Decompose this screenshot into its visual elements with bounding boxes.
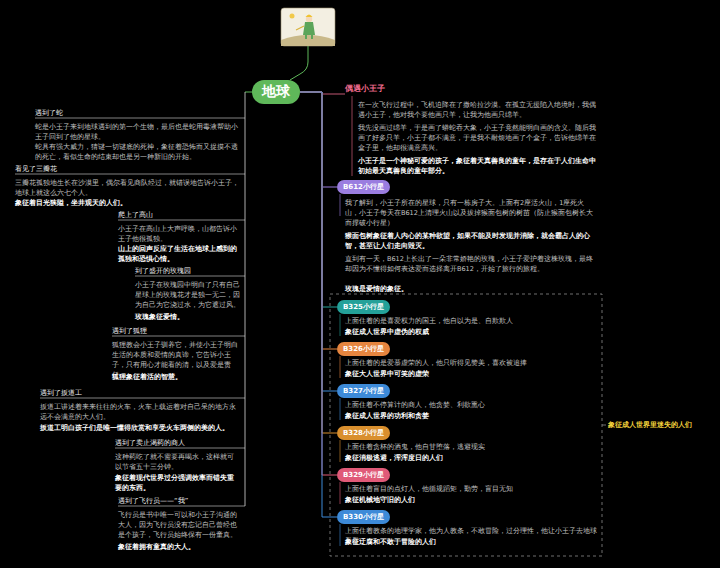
node-text: B327小行星 [343, 386, 384, 396]
branch-line [135, 276, 245, 277]
branch-connector [300, 92, 337, 187]
note-text: 上面住着不停算计的商人，他贪婪、利欲熏心 [345, 400, 595, 410]
note-text: 扳道工讲述着来来往往的火车，火车上载运着对自己呆的地方永远不会满意的大人们。 [40, 402, 240, 422]
symbol-note: 玫瑰象征爱情。 [135, 312, 240, 322]
note-text: 蛇具有强大威力，猜谜一切谜底的死神，象征着恐怖而又捉摸不透的死亡，看似生命的结束… [35, 142, 240, 162]
branch-heading: 偶遇小王子 [345, 84, 385, 94]
symbol-note: 象征消极逃避，浑浑度日的人们 [345, 453, 595, 463]
note-text: 小王子在高山上大声呼唤，山都告诉小王子他很孤独。 [118, 224, 238, 244]
branch-line [15, 174, 245, 175]
note-text: 上面住着盲目的点灯人，他循规蹈矩，勤劳，盲目无知 [345, 484, 595, 494]
branch-heading: 遇到了扳道工 [40, 388, 82, 398]
branch-line [35, 118, 245, 119]
branch-heading: 遇到了蛇 [35, 108, 63, 118]
root-node: 地球 [252, 80, 300, 104]
symbol-note: 象征着目光狭隘，坐井观天的人们。 [15, 198, 240, 208]
planet-pill: B328小行星 [337, 426, 390, 440]
branch-heading: 遇到了狐狸 [112, 326, 147, 336]
note-text: 我先没画过绵羊，于是画了蟒蛇吞大象，小王子竟然能明白画的含义。随后我画了好多只羊… [358, 123, 598, 153]
branch-heading: 看见了三瓣花 [15, 164, 57, 174]
node-text: B329小行星 [343, 470, 384, 480]
branch-line [118, 506, 245, 507]
branch-line [245, 92, 252, 93]
branch-connector [300, 92, 337, 307]
note-text: 蛇是小王子来到地球遇到的第一个生物，最后也是蛇用毒液帮助小王子回到了他的星球。 [35, 122, 240, 142]
planet-pill: B327小行星 [337, 384, 390, 398]
branch-heading: 爬上了高山 [118, 210, 153, 220]
image-link [290, 46, 308, 80]
node-text: B328小行星 [343, 428, 384, 438]
note-text: 三瓣花孤独地生长在沙漠里，偶尔看见商队经过，就错误地告诉小王子，地球上就这么六七… [15, 178, 240, 198]
branch-connector [300, 92, 337, 433]
note-text: 上面住着的是爱慕虚荣的人，他只听得见赞美，喜欢被追捧 [345, 358, 595, 368]
note-text: 小王子在玫瑰园中明白了只有自己星球上的玫瑰花才是独一无二，因为自己为它浇过水，为… [135, 280, 240, 310]
branch-heading: 遇到了飞行员——“我” [118, 496, 188, 506]
branch-heading: 到了盛开的玫瑰园 [135, 266, 191, 276]
branch-line [340, 314, 341, 336]
branch-line [340, 356, 341, 378]
planet-pill: B612小行星 [337, 180, 390, 194]
symbol-note: 猴面包树象征着人内心的某种欲望，如果不能及时发现并消除，就会霸占人的心智，甚至让… [345, 231, 597, 251]
note-text: 直到有一天，B612上长出了一朵非常娇艳的玫瑰，小王子爱护着这株玫瑰，最终却因为… [345, 254, 597, 274]
branch-line [112, 336, 245, 337]
symbol-note: 象征机械地守旧的人们 [345, 495, 595, 505]
branch-connector [300, 92, 337, 391]
branch-connector [300, 92, 337, 475]
node-text: B326小行星 [343, 344, 384, 354]
planet-pill: B329小行星 [337, 468, 390, 482]
symbol-note: 扳道工明白孩子们是唯一懂得欣赏和享受火车两侧的美的人。 [40, 423, 240, 433]
branch-line [340, 194, 341, 216]
symbol-note: 玫瑰是爱情的象征。 [345, 284, 597, 294]
symbol-note: 象征成人世界的功利和贪婪 [345, 411, 595, 421]
planet-pill: B325小行星 [337, 300, 390, 314]
little-prince-illustration [281, 8, 335, 46]
node-text: B325小行星 [343, 302, 384, 312]
note-text: 飞行员是书中唯一可以和小王子沟通的大人，因为飞行员没有忘记自己曾经也是个孩子，飞… [118, 510, 240, 540]
node-text: B330小行星 [343, 512, 384, 522]
symbol-note: 小王子是一个神秘可爱的孩子，象征着天真善良的童年，是存在于人们生命中初始最天真善… [358, 156, 598, 176]
symbol-note: 象征成人世界中虚伪的权威 [345, 327, 595, 337]
note-text: 我了解到，小王子所在的星球，只有一栋房子大。上面有2座活火山，1座死火山，小王子… [345, 198, 597, 228]
note-text: 上面住着贪杯的酒鬼，他自甘堕落，逃避现实 [345, 442, 595, 452]
branch-line [322, 94, 345, 95]
note-text: 在一次飞行过程中，飞机迫降在了撒哈拉沙漠。在孤立无援陷入绝境时，我偶遇小王子，他… [358, 100, 598, 120]
symbol-note: 狐狸象征着活的智慧。 [112, 372, 240, 382]
symbol-note: 象征大人世界中可笑的虚荣 [345, 369, 595, 379]
branch-heading: 遇到了卖止渴药的商人 [115, 438, 185, 448]
branch-line [340, 524, 341, 546]
symbol-note: 象征着拥有童真的大人。 [118, 542, 240, 552]
group-label: 象征成人世界里迷失的人们 [608, 420, 692, 430]
group-leader [602, 425, 606, 426]
branch-connector [300, 92, 337, 349]
branch-line [352, 96, 353, 176]
branch-line [340, 482, 341, 504]
branch-line [118, 220, 245, 221]
branch-connector [300, 92, 337, 517]
branch-line [340, 440, 341, 462]
symbol-note: 象征迂腐和不敢于冒险的人们 [345, 537, 597, 547]
branch-line [340, 398, 341, 420]
branch-line [115, 448, 245, 449]
symbol-note: 象征着现代世界过分强调效率而错失重要的东西。 [115, 473, 240, 493]
note-text: 上面住着的是喜爱权力的国王，他自以为是、自欺欺人 [345, 316, 595, 326]
group-bracket [330, 294, 602, 556]
planet-pill: B326小行星 [337, 342, 390, 356]
branch-line [245, 92, 246, 506]
branch-line [40, 398, 245, 399]
node-text: 地球 [262, 83, 290, 101]
node-text: B612小行星 [343, 182, 384, 192]
symbol-note: 山上的回声反应了生活在地球上感到的孤独和恐惧心情。 [118, 244, 240, 264]
note-text: 这种药吃了就不需要再喝水，这样就可以节省五十三分钟。 [115, 452, 240, 472]
planet-pill: B330小行星 [337, 510, 390, 524]
